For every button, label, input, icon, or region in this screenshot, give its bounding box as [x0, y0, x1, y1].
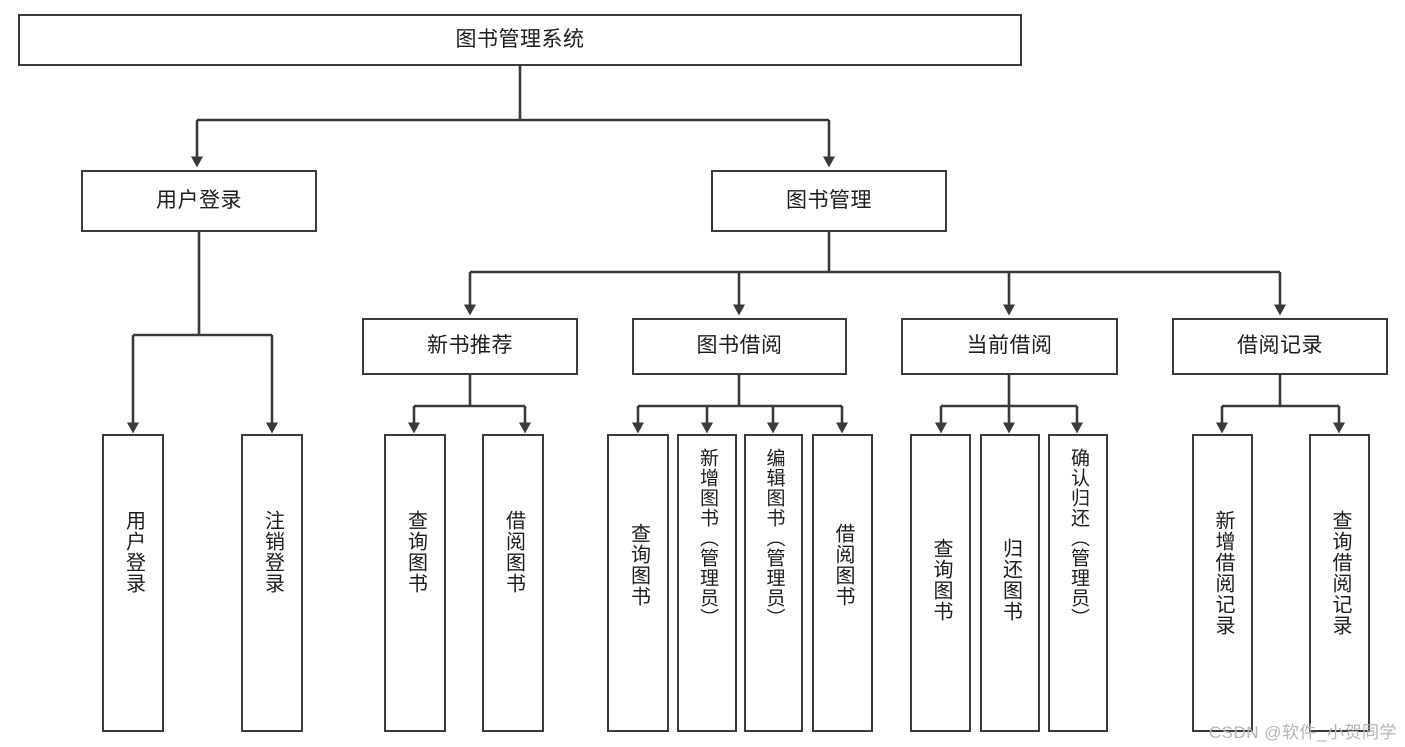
node-new-book-recommend[interactable]: 新书推荐 — [362, 318, 578, 375]
node-label: 新书推荐 — [427, 334, 513, 358]
node-borrow-record[interactable]: 借阅记录 — [1172, 318, 1388, 375]
node-label: 图书管理 — [786, 188, 872, 212]
node-label: 借阅记录 — [1237, 334, 1323, 358]
node-label: 查询图书 — [930, 538, 952, 622]
node-label: 注销登录 — [261, 510, 284, 594]
node-label: 新增借阅记录 — [1212, 510, 1234, 636]
node-book-borrow[interactable]: 图书借阅 — [632, 318, 847, 375]
node-label: 查询图书 — [627, 523, 650, 607]
node-label: 当前借阅 — [966, 334, 1053, 358]
leaf-borrow-book-recommend[interactable]: 借阅图书 — [482, 434, 544, 732]
leaf-confirm-return-admin[interactable]: 确认归还（管理员） — [1048, 434, 1108, 732]
node-label: 编辑图书（管理员） — [763, 448, 785, 628]
leaf-edit-book-admin[interactable]: 编辑图书（管理员） — [744, 434, 803, 732]
watermark-text: CSDN @软件_小贺同学 — [1208, 723, 1397, 742]
leaf-query-book-current[interactable]: 查询图书 — [910, 434, 971, 732]
node-label: 图书管理系统 — [455, 27, 585, 51]
leaf-return-book[interactable]: 归还图书 — [980, 434, 1040, 732]
leaf-logout[interactable]: 注销登录 — [241, 434, 303, 732]
leaf-add-borrow-record[interactable]: 新增借阅记录 — [1192, 434, 1253, 732]
node-label: 查询图书 — [404, 510, 427, 594]
leaf-add-book-admin[interactable]: 新增图书（管理员） — [677, 434, 737, 732]
node-label: 借阅图书 — [832, 523, 854, 607]
node-label: 借阅图书 — [502, 510, 525, 594]
node-user-login[interactable]: 用户登录 — [81, 170, 317, 232]
leaf-query-borrow-record[interactable]: 查询借阅记录 — [1309, 434, 1370, 732]
node-label: 新增图书（管理员） — [696, 448, 718, 628]
node-label: 查询借阅记录 — [1329, 510, 1351, 636]
node-label: 图书借阅 — [696, 334, 783, 358]
leaf-borrow-book[interactable]: 借阅图书 — [812, 434, 873, 732]
leaf-user-login[interactable]: 用户登录 — [102, 434, 164, 732]
node-label: 确认归还（管理员） — [1067, 448, 1089, 628]
node-root[interactable]: 图书管理系统 — [18, 14, 1022, 66]
node-label: 用户登录 — [122, 510, 145, 594]
node-label: 归还图书 — [999, 538, 1022, 622]
node-current-borrow[interactable]: 当前借阅 — [901, 318, 1118, 375]
leaf-query-book-borrow[interactable]: 查询图书 — [607, 434, 669, 732]
leaf-query-book-recommend[interactable]: 查询图书 — [384, 434, 446, 732]
node-label: 用户登录 — [156, 188, 242, 212]
node-book-management[interactable]: 图书管理 — [711, 170, 947, 232]
